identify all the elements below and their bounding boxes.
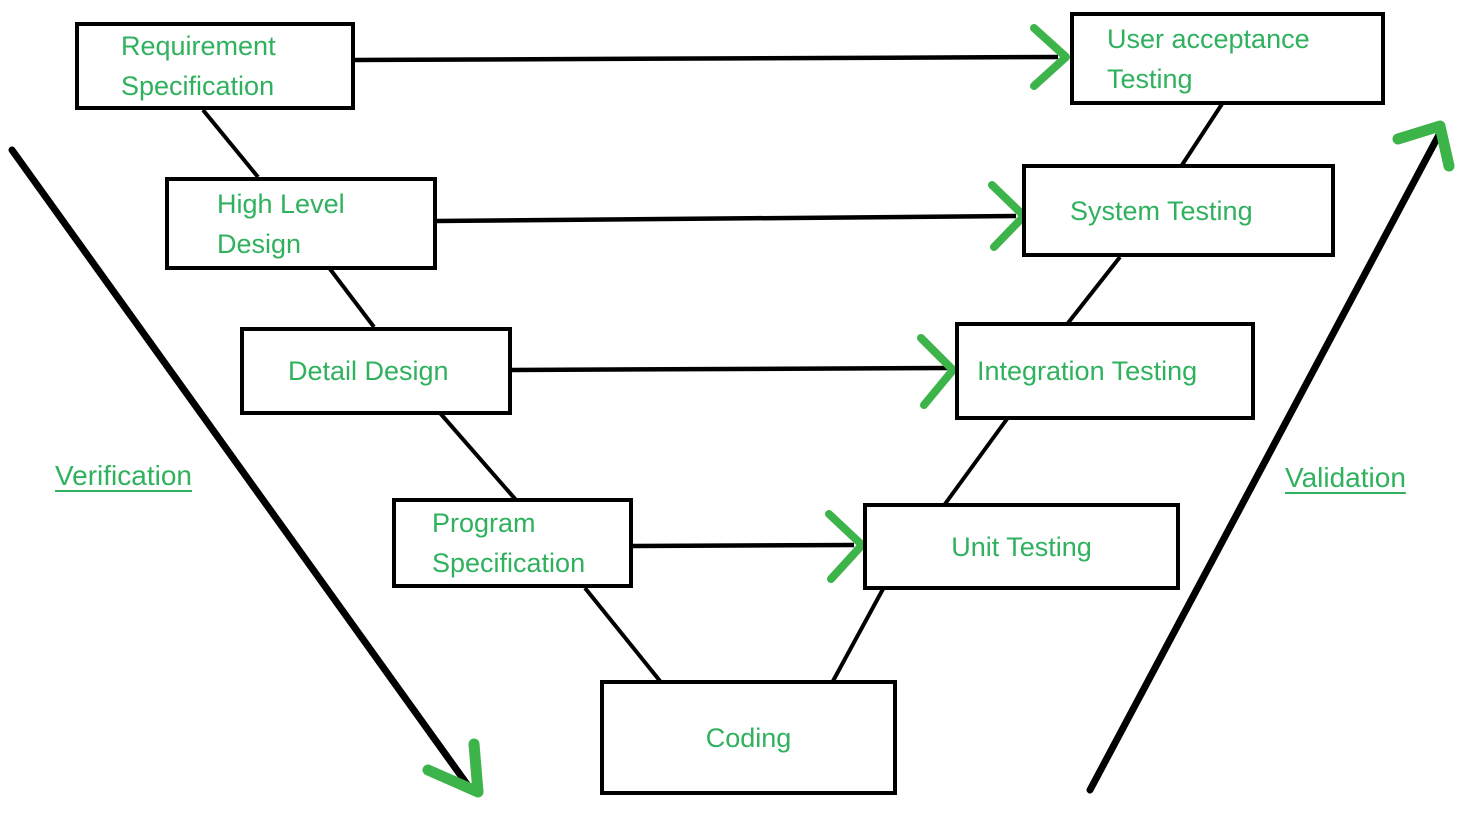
box-coding: Coding <box>600 680 897 795</box>
connector-reqspec-hld <box>201 108 260 179</box>
arrow-hld-to-systemtest <box>435 213 1017 224</box>
connector-uat-systemtest <box>1180 102 1224 167</box>
connector-systemtest-integrationtest <box>1066 255 1122 325</box>
validation-arrowhead-icon <box>1392 120 1455 172</box>
box-program-specification: Program Specification <box>392 498 633 588</box>
box-requirement-specification: Requirement Specification <box>75 22 355 110</box>
verification-diagonal-line <box>8 146 473 791</box>
connector-detaildesign-progspec <box>438 411 518 502</box>
validation-label: Validation <box>1285 462 1406 493</box>
box-unit-testing: Unit Testing <box>863 503 1180 590</box>
arrowhead-integrationtest-icon <box>917 334 957 409</box>
verification-arrowhead-icon <box>422 738 484 798</box>
box-high-level-design: High Level Design <box>165 177 437 270</box>
box-user-acceptance-testing: User acceptance Testing <box>1070 12 1385 105</box>
connector-hld-detaildesign <box>328 267 376 329</box>
box-system-testing: System Testing <box>1022 164 1335 257</box>
arrow-reqspec-to-uat <box>353 54 1059 63</box>
arrow-progspec-to-unittest <box>631 542 855 549</box>
arrowhead-uat-icon <box>1030 24 1070 90</box>
arrow-detaildesign-to-integrationtest <box>510 365 949 373</box>
connector-integrationtest-unittest <box>943 417 1009 506</box>
validation-diagonal-line <box>1086 127 1445 794</box>
arrowhead-unittest-icon <box>825 510 866 583</box>
verification-label: Verification <box>55 460 192 491</box>
connector-progspec-coding <box>583 586 662 683</box>
box-detail-design: Detail Design <box>240 327 512 415</box>
connector-unittest-coding <box>831 588 885 682</box>
box-integration-testing: Integration Testing <box>955 322 1255 420</box>
